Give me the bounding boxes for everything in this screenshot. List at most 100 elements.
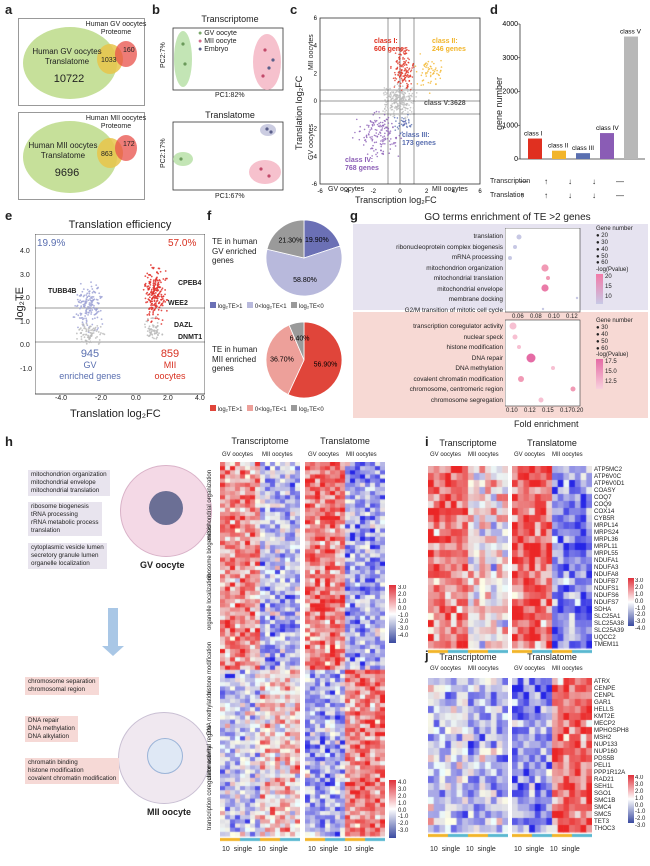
- gene-label: SMC5: [594, 811, 612, 818]
- te-left-text: GV enriched genes: [59, 360, 121, 381]
- go-dotplot: [505, 228, 581, 407]
- scatter-c-xtick: 0: [398, 189, 402, 195]
- i-title-translatome: Translatome: [527, 438, 577, 448]
- venn-mii-small-label: Human MII oocytes Proteome: [85, 115, 147, 131]
- bar-d-row-transcription: Transcription: [490, 178, 531, 185]
- h-title-translatome: Translatome: [320, 436, 370, 446]
- pca-point: [263, 48, 267, 52]
- gv-nucleus: [149, 491, 183, 525]
- h-col-gv-1: GV oocytes: [222, 452, 254, 458]
- arrow-t3: ↓: [568, 177, 572, 186]
- panel-label-e: e: [5, 208, 13, 223]
- j-col-mii-1: MII oocytes: [468, 666, 499, 672]
- j-title-transcriptome: Transcriptome: [439, 652, 497, 662]
- h-bottom-labels-2: 10 single 10 single: [308, 846, 374, 853]
- pca-bottom-xlabel: PC1:67%: [215, 193, 245, 200]
- gene-label: RAD21: [594, 776, 614, 783]
- pie-slice-label: 21.30%: [278, 238, 302, 245]
- gene-label: NUP160: [594, 748, 618, 755]
- scatter-c-xtick: 2: [425, 189, 429, 195]
- gene-label: MRPL11: [594, 543, 618, 550]
- gene-label: PPP1R12A: [594, 769, 626, 776]
- te-title: Translation efficiency: [68, 219, 172, 231]
- gv-process-2: ribosome biogenesis tRNA processing rRNA…: [28, 502, 102, 536]
- arrow-l3: ↓: [568, 191, 572, 200]
- venn-gv-big-label: Human GV oocytes Translatome: [32, 47, 102, 66]
- pca-point: [261, 74, 265, 78]
- arrow-l4: ↓: [592, 191, 596, 200]
- pie-slice: [288, 321, 305, 361]
- pca-top-xlabel: PC1:82%: [215, 92, 245, 99]
- scatter-c-ytick: 0: [314, 99, 318, 105]
- gv-process-3: cytoplasmic vesicle lumen secretory gran…: [28, 543, 107, 569]
- heatmap-j-translatome: [512, 678, 592, 838]
- arrow-t5: —: [616, 177, 624, 186]
- scatter-c-xtick: -6: [317, 189, 323, 195]
- pca-legend-mii-text: MII oocyte: [204, 38, 237, 46]
- pie-gv-title: TE in human GV enriched genes: [212, 237, 258, 266]
- transition-arrow: [108, 608, 118, 648]
- gene-label: ATP6V0D1: [594, 480, 625, 487]
- te-scatter: [35, 234, 205, 395]
- go-xlabel: Fold enrichment: [514, 419, 579, 429]
- bar-d-row-translation: Translation: [490, 192, 525, 199]
- pie-slice: [265, 245, 343, 297]
- pca-bottom-ylabel: PC2:17%: [160, 138, 167, 168]
- gene-label: SLC25A38: [594, 620, 624, 627]
- gene-label: MRPL36: [594, 536, 619, 543]
- bar-d-ytick: 0: [514, 156, 518, 163]
- pca-legend-embryo: ● Embryo: [198, 46, 229, 54]
- bar-class-IV: [600, 133, 614, 159]
- j-bottom-labels-2: 10 single 10 single: [514, 846, 580, 853]
- scatter-c-ytop: MII oocytes: [308, 34, 315, 70]
- gene-label: SEH1L: [594, 783, 614, 790]
- mii-oocyte-label: MII oocyte: [147, 807, 192, 817]
- pca-point: [267, 174, 271, 178]
- gene-label: CYB5R: [594, 515, 615, 522]
- heatmap-j-transcriptome: [428, 678, 508, 838]
- pca-point: [179, 157, 183, 161]
- heatmap-h-translatome: [305, 462, 385, 842]
- pca-legend: ● GV oocyte ● MII oocyte ● Embryo: [198, 30, 237, 54]
- h-rowgroup-4: histone modification: [207, 641, 213, 695]
- venn-mii-small-value: 172: [123, 141, 135, 148]
- pca-point: [267, 66, 271, 70]
- scatter-c-xtick: -2: [371, 189, 377, 195]
- gene-label: GAR1: [594, 699, 611, 706]
- venn-gv-overlap-value: 1033: [101, 57, 117, 64]
- bar-d-ytick: 3000: [502, 55, 518, 62]
- gene-label: ATRX: [594, 678, 611, 685]
- gene-label: THOC3: [594, 825, 615, 832]
- venn-gv-small-value: 160: [123, 47, 135, 54]
- pca-legend-embryo-text: Embryo: [204, 46, 229, 54]
- h-title-transcriptome: Transcriptome: [231, 436, 289, 446]
- gene-label: NDUFS6: [594, 592, 619, 599]
- scatter-c-xtick: 6: [478, 189, 482, 195]
- gene-label: NDUFA8: [594, 571, 619, 578]
- gene-label: MSH2: [594, 734, 612, 741]
- gene-label: COASY: [594, 487, 616, 494]
- gene-label: SLC25A39: [594, 627, 624, 634]
- scatter-c-ytick: 2: [314, 71, 318, 77]
- te-ylabel: log₂TE: [14, 286, 26, 320]
- scatter-c-xlabel: Transcription log₂FC: [355, 195, 437, 205]
- arrow-l1: ↑: [520, 191, 524, 200]
- gene-label: COQ9: [594, 501, 612, 508]
- go-bottom-legend: Gene number ● 30 ● 40 ● 50 ● 60 -log(Pva…: [596, 318, 633, 390]
- venn-gv-box: Human GV oocytes Translatome 10722 Human…: [18, 18, 146, 106]
- pie-gv-legend: log₂TE>1 0<log₂TE<1 log₂TE<0: [210, 302, 350, 311]
- h-bottom-labels-1: 10 single 10 single: [222, 846, 288, 853]
- gene-label: MECP2: [594, 720, 616, 727]
- gene-label: NDUFA1: [594, 557, 619, 564]
- bar-label: class IV: [596, 125, 619, 132]
- panel-label-f: f: [207, 208, 212, 223]
- j-title-translatome: Translatome: [527, 652, 577, 662]
- gene-wee2: WEE2: [168, 300, 188, 307]
- scatter-c-xleft: GV oocytes: [328, 186, 365, 193]
- venn-gv-big-value: 10722: [53, 73, 85, 85]
